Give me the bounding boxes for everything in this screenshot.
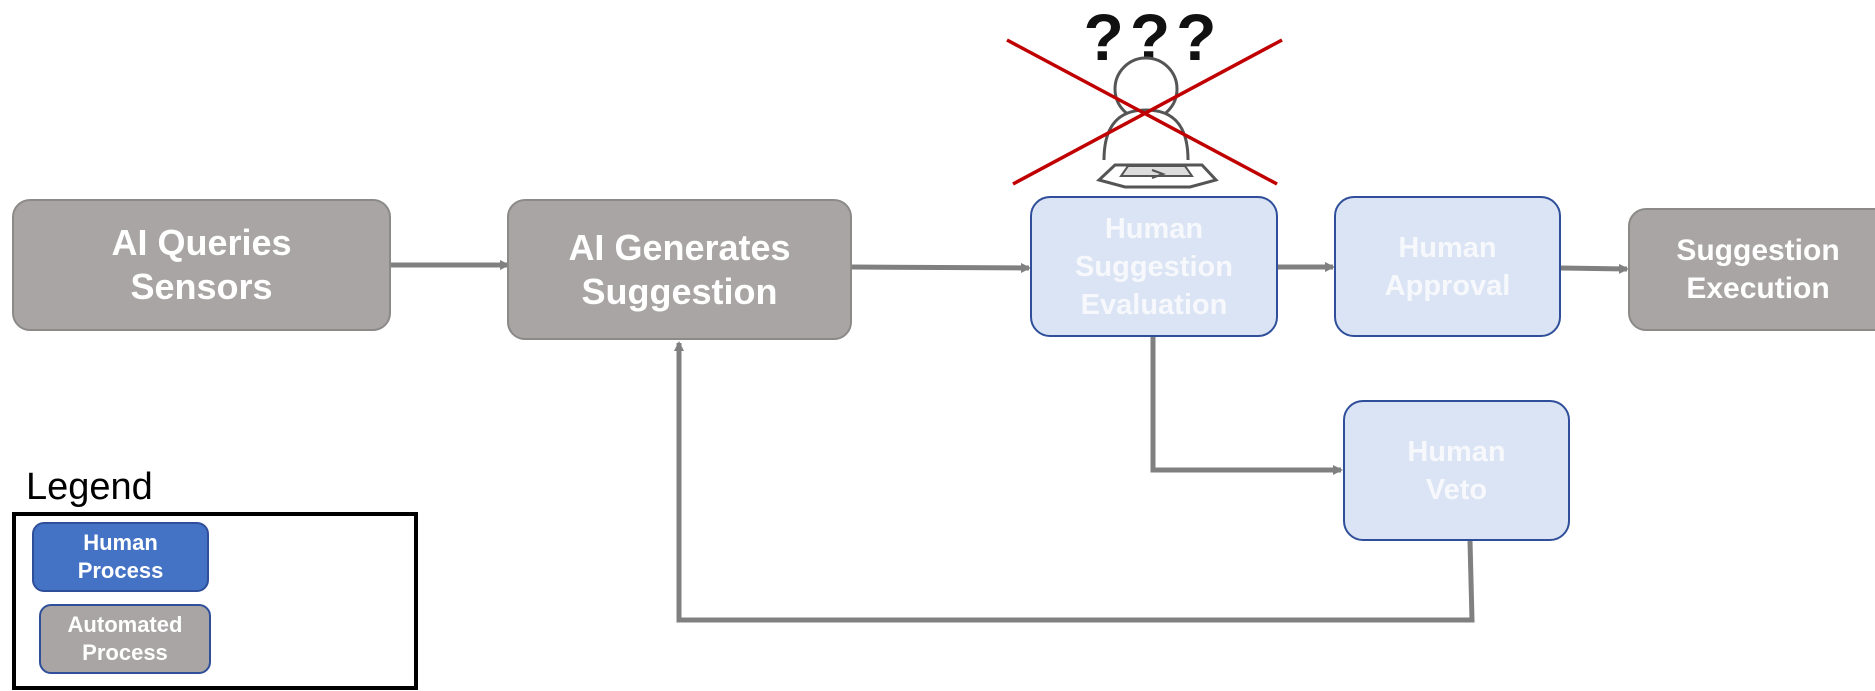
node-label: Human Approval [1384,231,1511,302]
node-human-suggestion-evaluation: Human Suggestion Evaluation [1030,196,1278,337]
node-human-approval: Human Approval [1334,196,1561,337]
node-label: Human Veto [1407,435,1506,506]
arrow-approval-to-execution [1560,263,1629,274]
arrow-evaluation-to-veto [1150,337,1343,475]
node-label: AI Generates Suggestion [568,226,791,312]
node-label: Human Suggestion Evaluation [1075,212,1233,321]
node-ai-queries-sensors: AI Queries Sensors [12,199,391,331]
arrow-generates-to-evaluation [851,262,1031,273]
legend-title: Legend [26,466,153,508]
node-ai-generates-suggestion: AI Generates Suggestion [507,199,852,340]
legend-box [12,512,418,690]
legend-item-human-process: Human Process [32,522,209,592]
node-human-veto: Human Veto [1343,400,1570,541]
node-suggestion-execution: Suggestion Execution [1628,208,1875,331]
node-label: Suggestion Execution [1676,233,1840,305]
legend-item-label: Human Process [77,530,164,583]
node-label: AI Queries Sensors [111,222,292,307]
legend-item-automated-process: Automated Process [39,604,211,674]
red-x-icon [1006,38,1283,186]
arrow-veto-to-generates [674,341,1475,623]
legend-item-label: Automated Process [67,612,183,665]
